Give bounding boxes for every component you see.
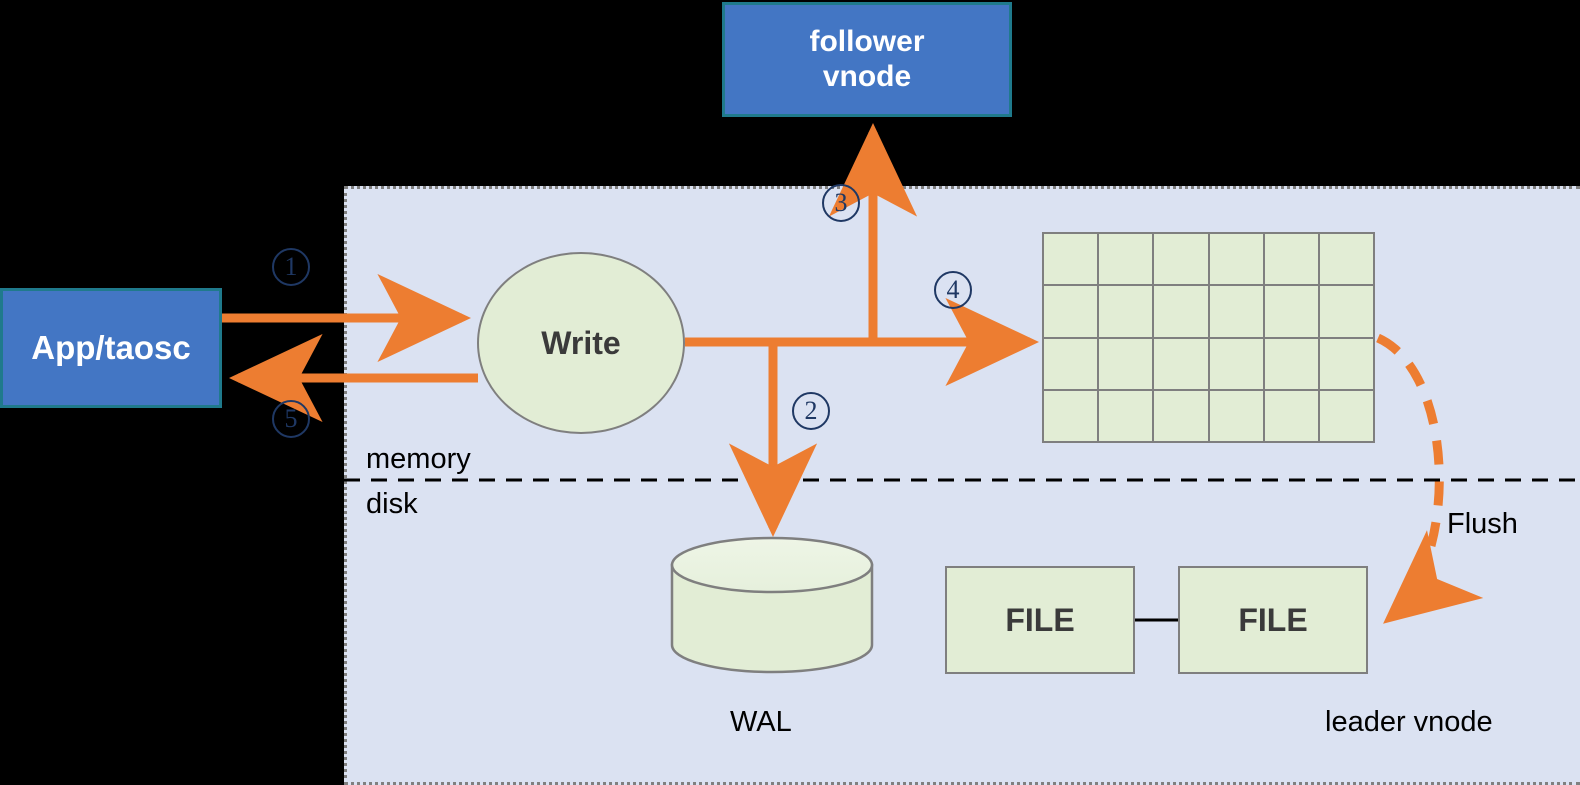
memtable-cell — [1044, 286, 1098, 337]
memtable-cell — [1099, 234, 1153, 285]
memtable-cell — [1099, 390, 1153, 441]
step-number-5: 5 — [272, 400, 310, 438]
leader-vnode-label: leader vnode — [1325, 706, 1493, 738]
memtable-cell — [1209, 338, 1263, 389]
memtable-cell — [1099, 286, 1153, 337]
step-number-1: 1 — [272, 248, 310, 286]
memtable-cell — [1154, 390, 1208, 441]
memtable-cell — [1044, 234, 1098, 285]
memory-label: memory — [366, 443, 471, 475]
memtable-cell — [1209, 286, 1263, 337]
memtable-cell — [1319, 234, 1373, 285]
step-number-3: 3 — [822, 184, 860, 222]
wal-cylinder-shape — [670, 536, 874, 674]
memtable-cell — [1264, 234, 1318, 285]
memtable-cell — [1044, 390, 1098, 441]
follower-vnode-node[interactable]: follower vnode — [722, 2, 1012, 117]
file-label-2: FILE — [1238, 601, 1308, 638]
flush-label: Flush — [1447, 508, 1518, 540]
memtable-grid — [1042, 232, 1375, 443]
memtable-cell — [1044, 338, 1098, 389]
write-node[interactable]: Write — [477, 252, 685, 434]
memtable-cell — [1099, 338, 1153, 389]
memtable-cell — [1264, 338, 1318, 389]
memtable-cell — [1264, 286, 1318, 337]
arrow-flush — [1376, 333, 1484, 624]
file-node-2[interactable]: FILE — [1178, 566, 1368, 674]
write-label: Write — [541, 324, 621, 361]
file-node-1[interactable]: FILE — [945, 566, 1135, 674]
memtable-cell — [1209, 390, 1263, 441]
memtable-cell — [1154, 234, 1208, 285]
follower-vnode-label: follower vnode — [809, 25, 924, 94]
app-taosc-node[interactable]: App/taosc — [0, 288, 222, 408]
app-taosc-label: App/taosc — [31, 329, 191, 367]
memtable-cell — [1319, 338, 1373, 389]
memtable-cell — [1209, 234, 1263, 285]
memtable-cell — [1154, 286, 1208, 337]
step-number-2: 2 — [792, 392, 830, 430]
memtable-cell — [1319, 286, 1373, 337]
memtable-cell — [1264, 390, 1318, 441]
wal-label: WAL — [730, 706, 792, 738]
file-label-1: FILE — [1005, 601, 1075, 638]
step-number-4: 4 — [934, 271, 972, 309]
follower-vnode-label-line1: follower — [809, 25, 925, 58]
memtable-cell — [1154, 338, 1208, 389]
memtable-cell — [1319, 390, 1373, 441]
follower-vnode-label-line2: vnode — [822, 59, 912, 93]
disk-label: disk — [366, 488, 418, 520]
